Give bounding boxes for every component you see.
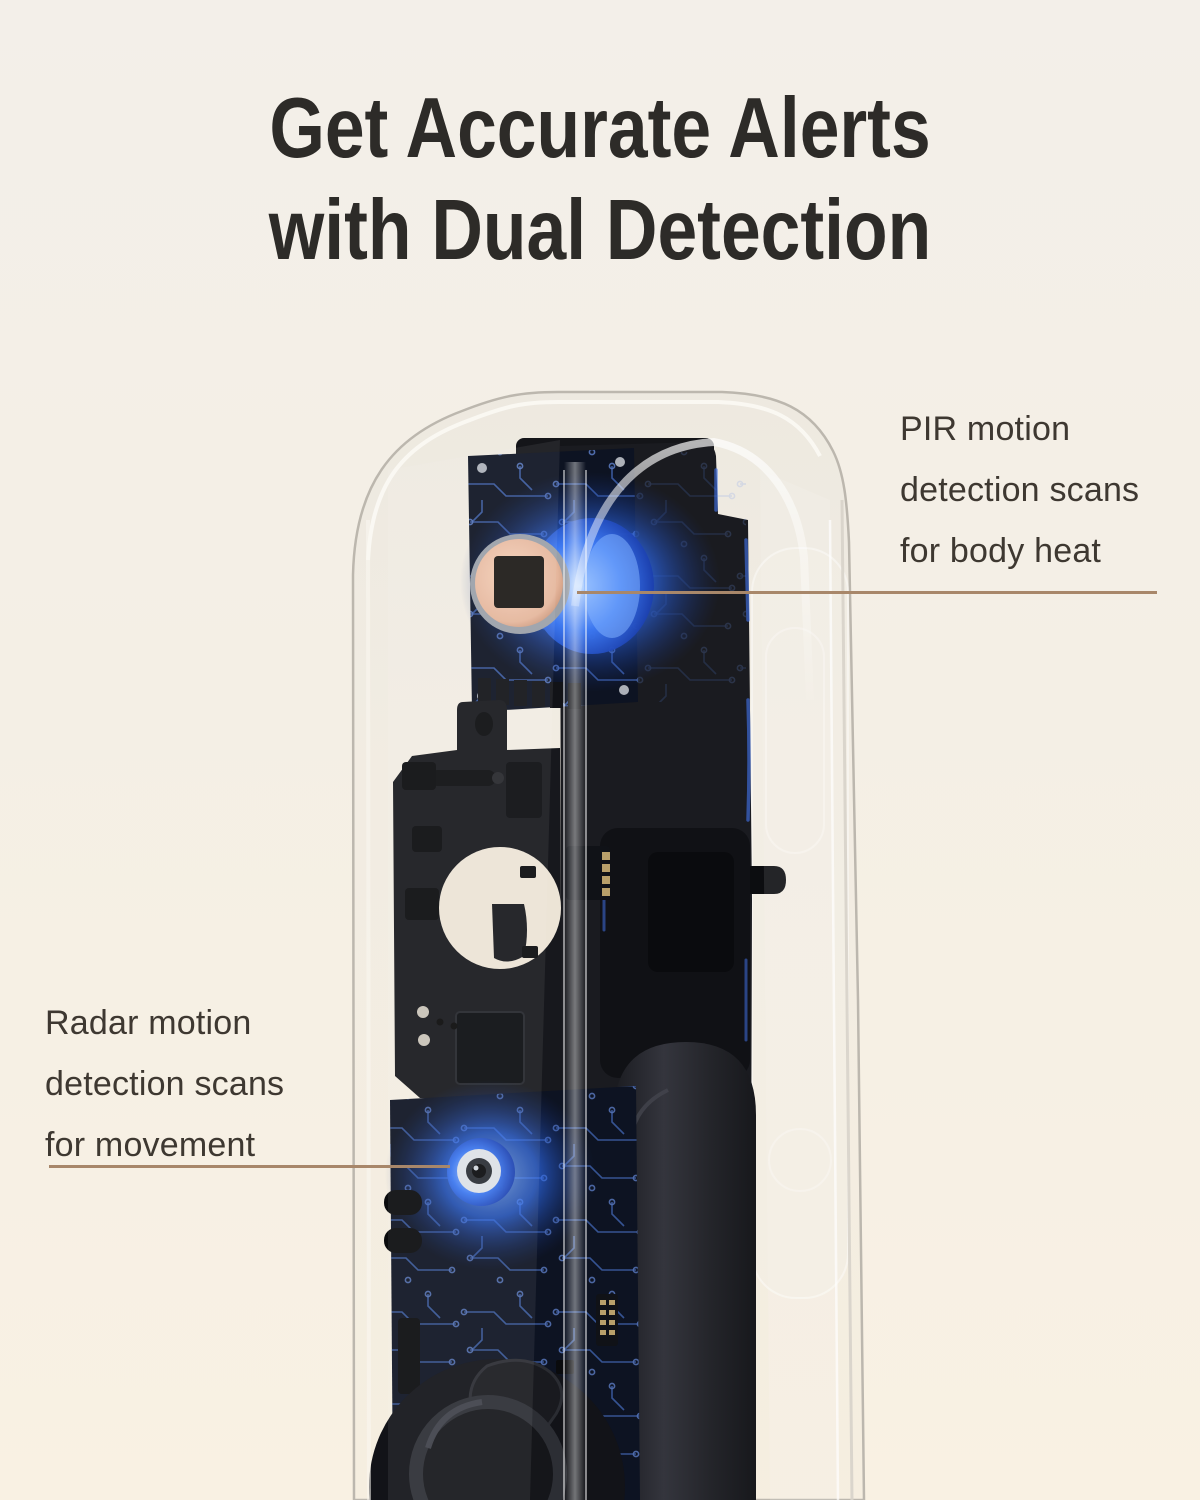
speaker-assembly — [369, 1358, 625, 1500]
radar-callout-line1: Radar motion — [45, 1004, 252, 1042]
glass-highlights — [366, 400, 854, 1500]
pir-circuit-board — [460, 448, 720, 712]
pir-callout-line3: for body heat — [900, 532, 1102, 570]
radar-leader-line — [49, 1165, 450, 1168]
pir-callout: PIR motion detection scans for body heat — [900, 399, 1139, 582]
page-title-line2: with Dual Detection — [268, 183, 932, 278]
page-title-line1: Get Accurate Alerts — [269, 81, 931, 176]
mounting-plate — [393, 700, 610, 1102]
page-title: Get Accurate Alerts with Dual Detection — [96, 78, 1104, 282]
radar-callout-line2: detection scans — [45, 1065, 285, 1103]
pir-callout-line2: detection scans — [900, 471, 1140, 509]
radar-callout-line3: for movement — [45, 1126, 256, 1164]
camera-module-block — [600, 828, 786, 1078]
pir-leader-line — [577, 591, 1157, 594]
radar-callout: Radar motion detection scans for movemen… — [45, 993, 284, 1176]
pir-callout-line1: PIR motion — [900, 410, 1071, 448]
